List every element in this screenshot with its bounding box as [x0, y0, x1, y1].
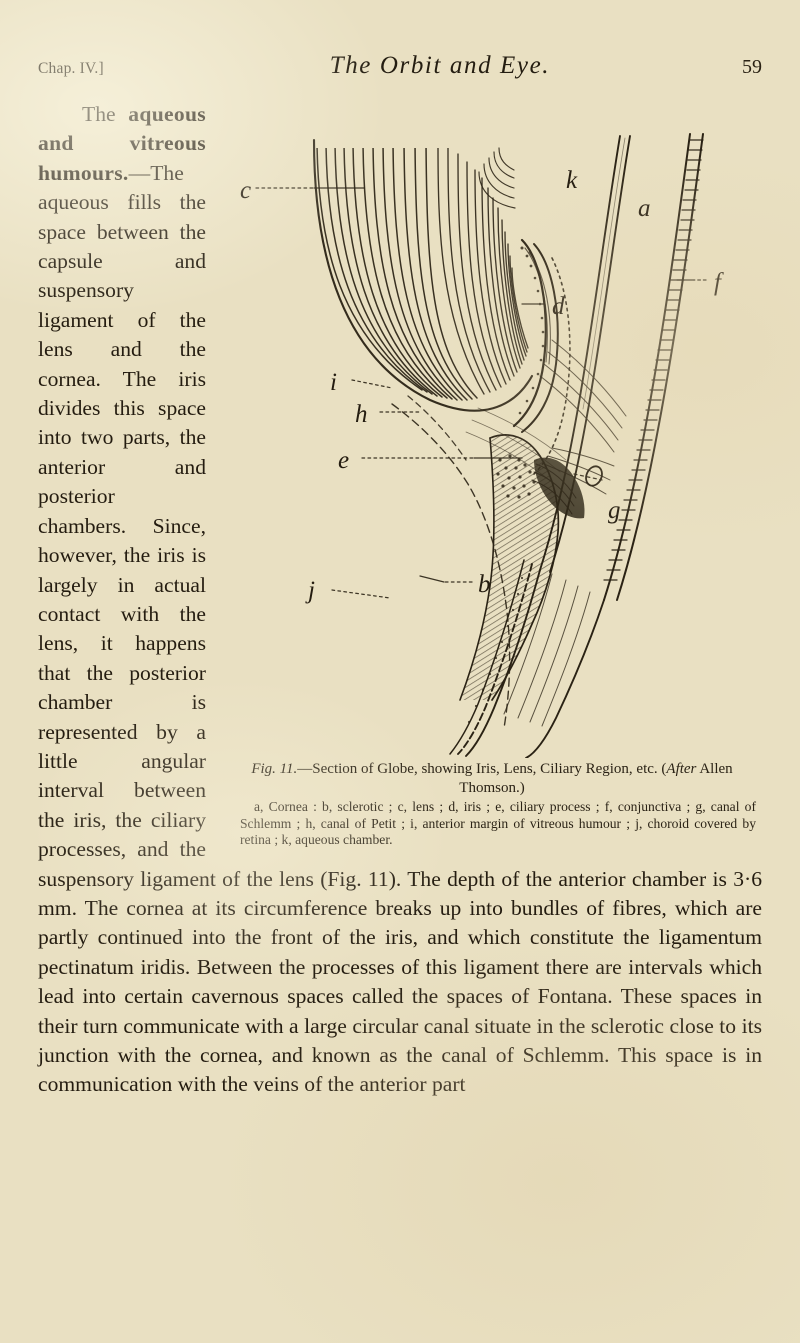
- figure-label-f: f: [714, 269, 724, 296]
- figure-label-group: c k a f d i h e g j b: [240, 167, 724, 604]
- lead-prefix: The: [82, 102, 129, 126]
- page-title: The Orbit and Eye.: [329, 52, 551, 79]
- figure-legend: a, Cornea : b, sclerotic ; c, lens ; d, …: [240, 799, 756, 848]
- figure-label-h: h: [355, 401, 368, 428]
- figure-caption-text: Section of Globe, showing Iris, Lens, Ci…: [312, 761, 658, 777]
- book-page: Chap. IV.] The Orbit and Eye. 59: [38, 0, 762, 1343]
- figure-plate: c k a f d i h e g j b: [222, 108, 762, 758]
- figure-label-e: e: [338, 447, 349, 474]
- chapter-marker: Chap. IV.]: [38, 60, 104, 77]
- figure-label-i: i: [330, 369, 337, 396]
- figure-label-j: j: [305, 577, 315, 604]
- figure-label-d: d: [552, 293, 565, 320]
- body-text: c k a f d i h e g j b Fig.: [38, 100, 762, 1100]
- eye-section-engraving: c k a f d i h e g j b: [240, 133, 724, 758]
- figure-caption: Fig. 11.—Section of Globe, showing Iris,…: [222, 760, 762, 849]
- figure-caption-attrib-after: After: [666, 761, 697, 777]
- page-number: 59: [741, 56, 762, 78]
- figure-label-c: c: [240, 177, 251, 204]
- running-head: Chap. IV.] The Orbit and Eye. 59: [38, 52, 762, 79]
- figure-label-g: g: [608, 497, 621, 524]
- figure-label-b: b: [478, 571, 491, 598]
- figure-label-k: k: [566, 167, 578, 194]
- lead-dash: —: [128, 160, 151, 185]
- figure-label-a: a: [638, 195, 651, 222]
- figure-11: c k a f d i h e g j b Fig.: [222, 108, 762, 849]
- figure-caption-number: Fig. 11.: [251, 761, 298, 777]
- figure-caption-dash: —: [297, 761, 313, 777]
